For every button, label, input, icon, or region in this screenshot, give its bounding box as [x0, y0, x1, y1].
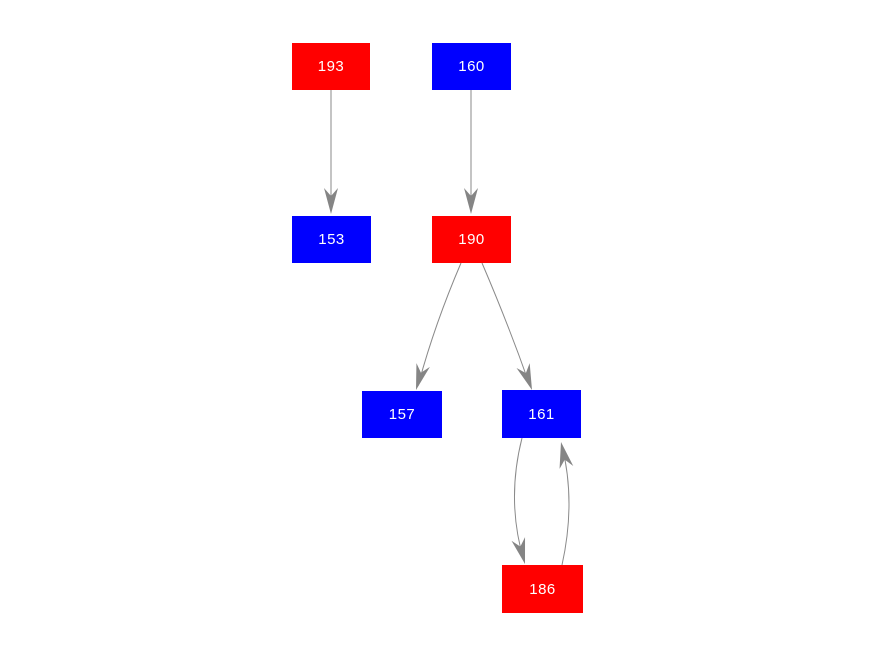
arrowhead-190-to-161	[516, 363, 532, 390]
node-label-160: 160	[458, 58, 485, 75]
graph-node-157[interactable]: 157	[362, 391, 442, 438]
arrowhead-193-to-153	[324, 188, 338, 214]
arrowhead-161-to-186	[511, 537, 526, 564]
graph-node-160[interactable]: 160	[432, 43, 511, 90]
node-label-193: 193	[317, 58, 345, 75]
graph-node-190[interactable]: 190	[432, 216, 511, 263]
arrowhead-186-to-161	[559, 442, 574, 469]
node-label-153: 153	[318, 231, 345, 248]
node-label-190: 190	[458, 231, 485, 248]
node-label-157: 157	[388, 406, 416, 423]
graph-node-186[interactable]: 186	[502, 565, 583, 613]
graph-node-161[interactable]: 161	[502, 390, 581, 438]
node-label-186: 186	[529, 580, 556, 598]
arrowhead-160-to-190	[464, 188, 478, 214]
edge-186-to-161	[561, 445, 570, 566]
edge-190-to-161	[481, 262, 531, 387]
edge-190-to-157	[417, 262, 462, 387]
graph-node-193[interactable]: 193	[292, 43, 370, 90]
arrowhead-190-to-157	[416, 363, 430, 390]
node-label-161: 161	[528, 405, 555, 423]
graph-node-153[interactable]: 153	[292, 216, 371, 263]
